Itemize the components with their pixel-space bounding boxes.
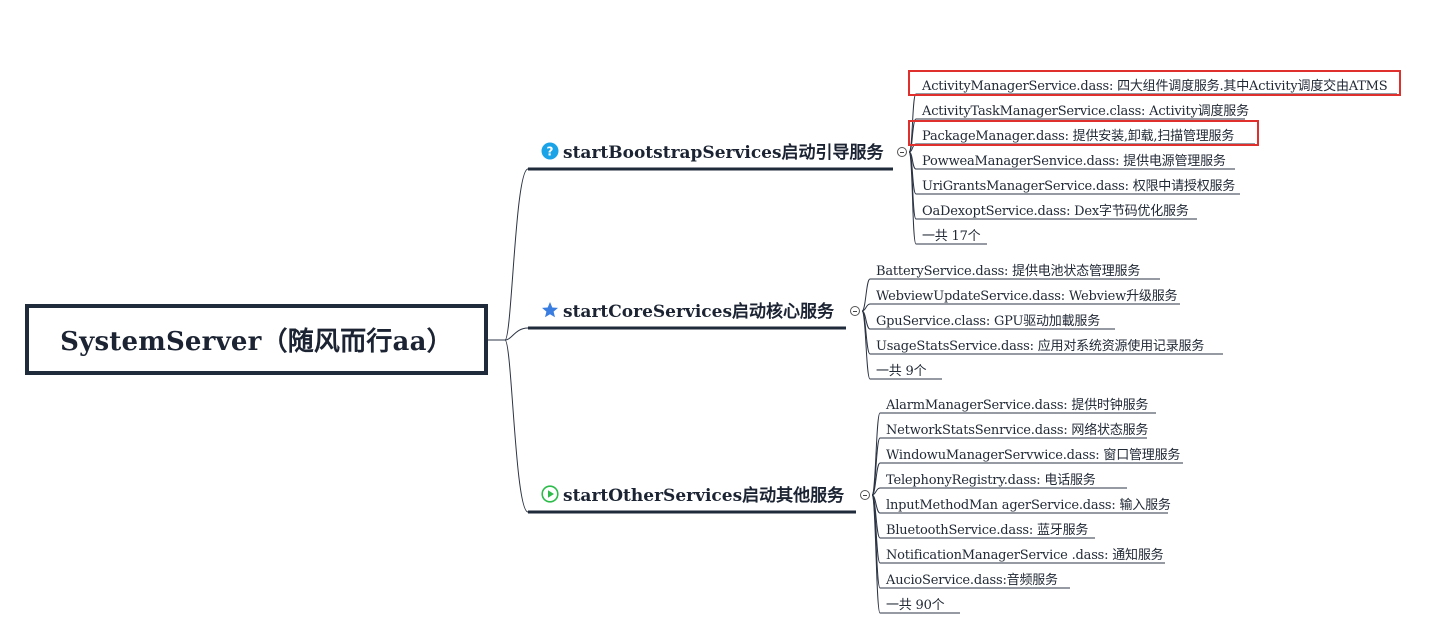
service-item[interactable]: UsageStatsService.dass: 应用对系统资源使用记录服务	[876, 339, 1205, 354]
service-item[interactable]: ActivityManagerService.dass: 四大组件调度服务.其中…	[922, 79, 1388, 94]
service-item[interactable]: BluetoothService.dass: 蓝牙服务	[886, 523, 1089, 538]
service-item[interactable]: WindowuManagerServwice.dass: 窗口管理服务	[886, 448, 1181, 463]
branch-core-services[interactable]: startCoreServices启动核心服务	[541, 297, 834, 322]
branch-label: startCoreServices启动核心服务	[563, 302, 835, 322]
service-item[interactable]: 一共 17个	[922, 229, 981, 244]
service-item[interactable]: PowweaManagerSenvice.dass: 提供电源管理服务	[922, 154, 1226, 169]
branch-label: startOtherServices启动其他服务	[563, 486, 845, 506]
service-item[interactable]: OaDexoptService.dass: Dex字节码优化服务	[922, 204, 1189, 219]
branch-other-services[interactable]: startOtherServices启动其他服务	[541, 481, 844, 506]
service-item[interactable]: TelephonyRegistry.dass: 电话服务	[886, 473, 1096, 488]
star-icon	[541, 301, 559, 319]
service-item[interactable]: NetworkStatsSenrvice.dass: 网络状态服务	[886, 423, 1149, 438]
service-item[interactable]: ActivityTaskManagerService.class: Activi…	[922, 104, 1249, 119]
service-item[interactable]: UriGrantsManagerService.dass: 权限中请授权服务	[922, 179, 1236, 194]
branch-label: startBootstrapServices启动引导服务	[563, 143, 884, 163]
branch-bootstrap-services[interactable]: ? startBootstrapServices启动引导服务	[541, 138, 884, 163]
collapse-toggle[interactable]	[860, 490, 870, 500]
service-item[interactable]: 一共 90个	[886, 598, 945, 613]
service-item[interactable]: GpuService.class: GPU驱动加載服务	[876, 314, 1101, 329]
play-circle-icon	[541, 484, 559, 503]
root-node-label: SystemServer（随风而行aa）	[60, 327, 453, 357]
service-item[interactable]: AucioService.dass:音频服务	[886, 573, 1058, 588]
service-item[interactable]: NotificationManagerService .dass: 通知服务	[886, 548, 1164, 563]
collapse-toggle[interactable]	[897, 147, 907, 157]
root-node[interactable]: SystemServer（随风而行aa）	[25, 304, 488, 375]
highlight-box	[908, 120, 1259, 146]
service-item[interactable]: PackageManager.dass: 提供安装,卸载,扫描管理服务	[922, 129, 1235, 144]
service-item[interactable]: 一共 9个	[876, 364, 927, 379]
service-item[interactable]: AlarmManagerService.dass: 提供时钟服务	[886, 398, 1149, 413]
svg-text:?: ?	[547, 144, 554, 158]
collapse-toggle[interactable]	[850, 306, 860, 316]
highlight-box	[908, 70, 1401, 96]
service-item[interactable]: WebviewUpdateService.dass: Webview升级服务	[876, 289, 1178, 304]
service-item[interactable]: BatteryService.dass: 提供电池状态管理服务	[876, 264, 1141, 279]
service-item[interactable]: lnputMethodMan agerService.dass: 输入服务	[886, 498, 1171, 513]
question-icon: ?	[541, 142, 559, 160]
